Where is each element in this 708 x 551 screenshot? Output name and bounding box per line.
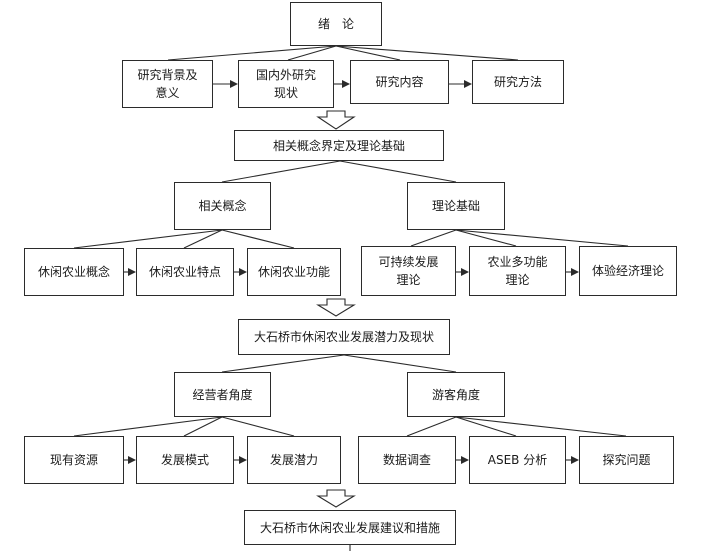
node-background: 研究背景及 意义 (122, 60, 213, 108)
node-leisure-concept: 休闲农业概念 (24, 248, 124, 296)
connector-line (73, 416, 223, 437)
connector-line (339, 160, 457, 183)
connector-line (455, 229, 517, 247)
node-data-survey: 数据调查 (358, 436, 456, 484)
node-existing-resources: 现有资源 (24, 436, 124, 484)
node-leisure-feature: 休闲农业特点 (136, 248, 234, 296)
down-arrow-icon (316, 110, 356, 130)
connector-line (455, 416, 627, 437)
connector-line (287, 45, 337, 61)
down-arrow-icon (316, 298, 356, 317)
node-explore-problems: 探究问题 (579, 436, 674, 484)
node-intro: 绪 论 (290, 2, 382, 46)
node-operator-perspective: 经营者角度 (174, 372, 271, 417)
node-research-status: 国内外研究 现状 (238, 60, 334, 108)
connector-line (335, 45, 519, 61)
connector-line (455, 229, 629, 247)
connector-line (221, 229, 295, 249)
node-aseb-analysis: ASEB 分析 (469, 436, 566, 484)
node-tourist-perspective: 游客角度 (407, 372, 505, 417)
node-concepts-theory: 相关概念界定及理论基础 (234, 130, 444, 161)
node-development-potential: 发展潜力 (247, 436, 341, 484)
connector-line (406, 416, 457, 437)
connector-line (221, 160, 341, 183)
node-sustainable-theory: 可持续发展 理论 (361, 246, 456, 296)
node-leisure-function: 休闲农业功能 (247, 248, 341, 296)
node-experience-theory: 体验经济理论 (579, 246, 677, 296)
node-development-mode: 发展模式 (136, 436, 234, 484)
down-arrow-icon (316, 489, 356, 508)
connector-line (343, 354, 457, 373)
node-suggestions: 大石桥市休闲农业发展建议和措施 (244, 510, 456, 545)
connector-line (221, 416, 295, 437)
connector-line (455, 416, 517, 437)
connector-line (167, 45, 337, 61)
node-research-content: 研究内容 (350, 60, 449, 104)
connector-line (183, 416, 223, 437)
connector-line (335, 45, 401, 61)
connector-line (221, 354, 345, 373)
node-theory: 理论基础 (407, 182, 505, 230)
connector-line (410, 229, 457, 247)
connector-line (183, 229, 223, 249)
node-potential-status: 大石桥市休闲农业发展潜力及现状 (238, 319, 450, 355)
node-concepts: 相关概念 (174, 182, 271, 230)
node-multifunction-theory: 农业多功能 理论 (469, 246, 566, 296)
node-research-method: 研究方法 (472, 60, 564, 104)
connector-line (73, 229, 223, 249)
